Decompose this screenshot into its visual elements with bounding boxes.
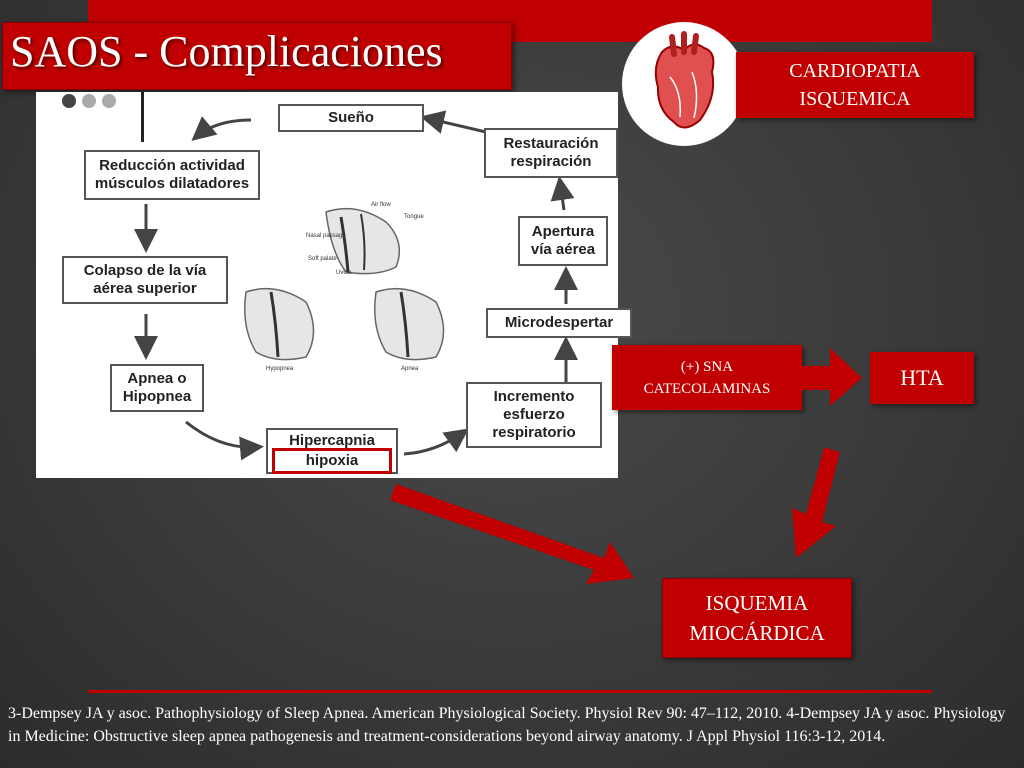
box-restauracion: Restauración respiración xyxy=(484,128,618,178)
footer-divider xyxy=(88,690,932,693)
box-reduccion: Reducción actividad músculos dilatadores xyxy=(84,150,260,200)
label-uvula: Uvula xyxy=(336,270,352,276)
airway-illustration-icon: Air flow Tongue Nasal passage Soft palat… xyxy=(244,202,445,372)
box-cardiopatia-isquemica: CARDIOPATIA ISQUEMICA xyxy=(736,52,974,118)
label-air-flow: Air flow xyxy=(371,202,391,208)
box-hipoxia: hipoxia xyxy=(272,448,392,474)
box-hta: HTA xyxy=(870,352,974,404)
label-hypopnea: Hypopnea xyxy=(266,366,294,372)
box-colapso: Colapso de la vía aérea superior xyxy=(62,256,228,304)
slide-title: SAOS - Complicaciones xyxy=(10,27,443,76)
arrow-sueno-reduccion xyxy=(191,116,252,141)
box-isquemia-miocardica: ISQUEMIA MIOCÁRDICA xyxy=(662,578,852,658)
box-sna-catecolaminas: (+) SNA CATECOLAMINAS xyxy=(612,345,802,410)
label-soft-palate: Soft palate xyxy=(308,256,337,262)
title-banner xyxy=(2,22,512,90)
arrow-hipoxia-to-isquemia xyxy=(390,484,634,584)
arrow-apertura-restauracion xyxy=(550,176,575,211)
heart-illustration-icon xyxy=(622,22,746,146)
arrow-hipercapnia-incremento xyxy=(403,428,469,456)
references-text: 3-Dempsey JA y asoc. Pathophysiology of … xyxy=(8,705,1006,745)
label-apnea: Apnea xyxy=(401,366,419,372)
label-tongue: Tongue xyxy=(404,214,424,220)
arrow-hta-to-isquemia xyxy=(792,448,840,558)
dot-filled xyxy=(62,94,76,108)
box-apnea: Apnea o Hipopnea xyxy=(110,364,204,412)
progress-dots xyxy=(62,94,122,113)
dot-empty xyxy=(82,94,96,108)
box-sueno: Sueño xyxy=(278,104,424,132)
dot-empty xyxy=(102,94,116,108)
label-nasal-passage: Nasal passage xyxy=(306,233,346,239)
box-apertura: Apertura vía aérea xyxy=(518,216,608,266)
arrow-apnea-hipercapnia xyxy=(185,420,264,461)
box-microdespertar: Microdespertar xyxy=(486,308,632,338)
box-incremento: Incremento esfuerzo respiratorio xyxy=(466,382,602,448)
arrow-sna-to-hta xyxy=(800,348,862,406)
arrow-restauracion-sueno xyxy=(420,110,487,134)
cycle-arrows xyxy=(134,110,578,461)
pathophysiology-figure: Sueño Reducción actividad músculos dilat… xyxy=(36,92,632,478)
vertical-mark xyxy=(141,92,144,142)
